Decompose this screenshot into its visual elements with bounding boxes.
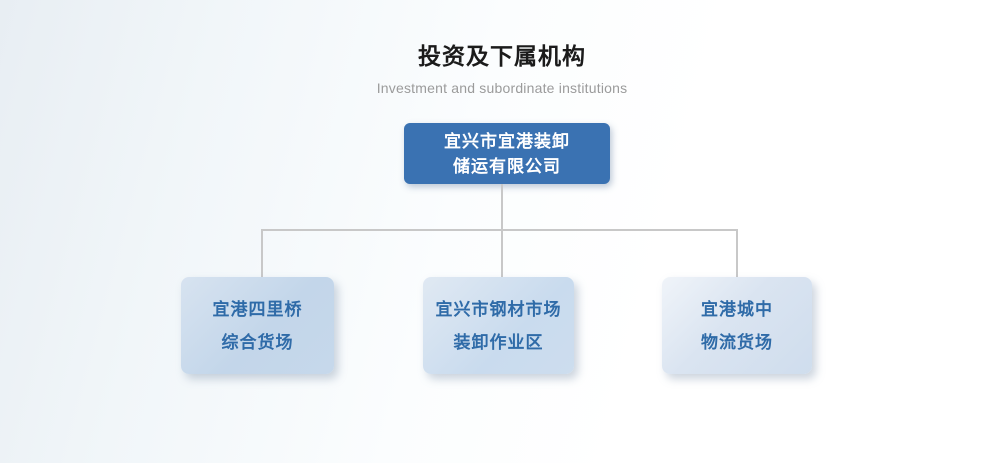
page-title: 投资及下属机构 — [418, 43, 586, 69]
org-node-child-3-line1: 宜港城中 — [701, 299, 773, 319]
org-node-child-1-line2: 综合货场 — [221, 332, 294, 352]
org-node-child-2-line2: 装卸作业区 — [453, 332, 544, 352]
org-node-root-line1: 宜兴市宜港装卸 — [444, 131, 570, 151]
connector-horizontal-rail — [261, 229, 738, 231]
org-node-child-2-line1: 宜兴市钢材市场 — [435, 299, 562, 319]
org-node-root: 宜兴市宜港装卸 储运有限公司 — [404, 123, 610, 184]
org-node-child-1: 宜港四里桥 综合货场 — [181, 277, 334, 374]
org-node-child-3: 宜港城中 物流货场 — [662, 277, 812, 374]
connector-drop-left — [261, 230, 263, 277]
connector-root-stem — [501, 184, 503, 230]
org-node-child-2: 宜兴市钢材市场 装卸作业区 — [423, 277, 574, 374]
connector-drop-right — [736, 230, 738, 277]
org-node-root-line2: 储运有限公司 — [453, 156, 561, 176]
org-node-child-1-line1: 宜港四里桥 — [212, 299, 303, 319]
page-subtitle: Investment and subordinate institutions — [376, 80, 628, 96]
org-node-child-3-line2: 物流货场 — [701, 332, 773, 352]
connector-drop-middle — [501, 230, 503, 277]
